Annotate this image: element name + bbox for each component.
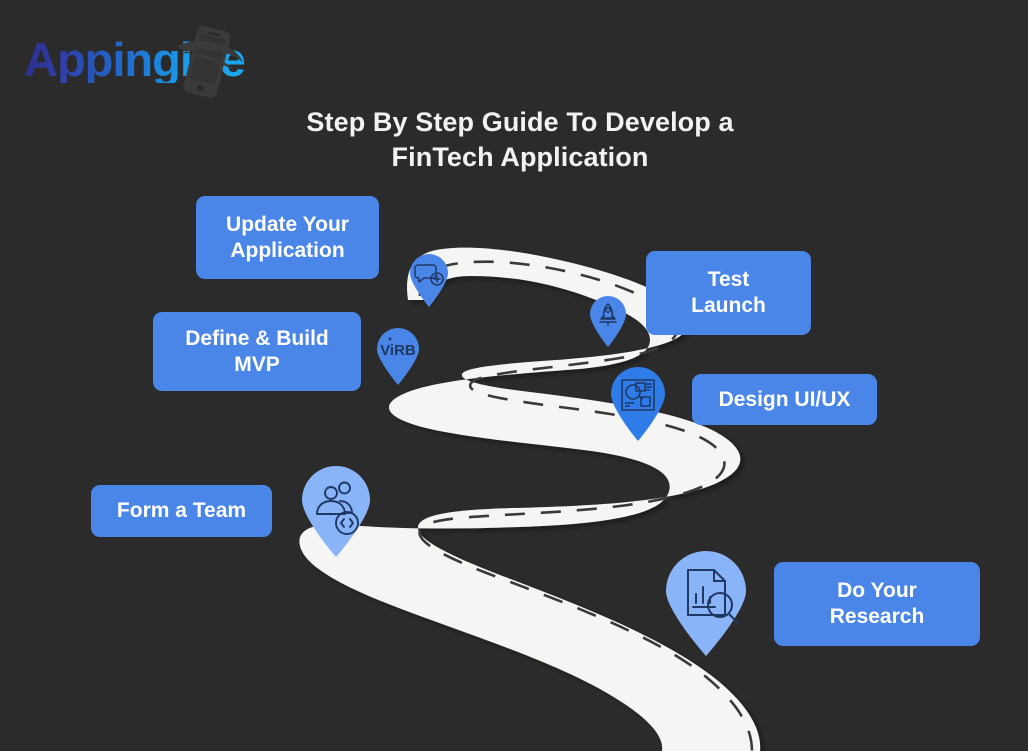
- road-surface: [299, 247, 761, 751]
- label-form-a-team[interactable]: Form a Team: [91, 485, 272, 537]
- page-title-line1: Step By Step Guide To Develop a: [306, 107, 734, 137]
- label-define-line2: MVP: [234, 352, 280, 376]
- label-research-line2: Research: [829, 605, 925, 628]
- pin-define-build-mvp[interactable]: ViRB: [375, 328, 421, 386]
- label-research-line1: Do Your: [837, 579, 917, 603]
- pin-design-ui-ux[interactable]: [608, 366, 668, 442]
- label-test-line1: Test: [707, 268, 750, 292]
- page-title-line2: FinTech Application: [391, 141, 649, 172]
- pin-update-your-application[interactable]: [408, 254, 450, 308]
- label-do-your-research[interactable]: Do Your Research: [774, 562, 980, 646]
- label-define-line1: Define & Build: [185, 326, 329, 350]
- page-title: Step By Step Guide To Develop a FinTech …: [258, 105, 782, 174]
- label-define-build-mvp[interactable]: Define & Build MVP: [153, 312, 361, 391]
- label-design-line1: Design UI/UX: [718, 387, 851, 411]
- label-team-line1: Form a Team: [116, 499, 247, 523]
- label-design-ui-ux[interactable]: Design UI/UX: [692, 374, 877, 425]
- label-update-line2: Application: [230, 238, 345, 262]
- smartphone-icon: [176, 26, 243, 98]
- label-test-line2: Launch: [691, 294, 766, 317]
- label-update-your-application[interactable]: Update Your Application: [196, 196, 379, 279]
- pin-form-a-team[interactable]: [299, 466, 373, 558]
- label-update-line1: Update Your: [226, 212, 349, 236]
- pin-do-your-research[interactable]: [663, 551, 749, 657]
- pin-test-launch[interactable]: [588, 296, 628, 348]
- brand-logo[interactable]: Appingine: [18, 22, 248, 100]
- label-test-launch[interactable]: Test Launch: [646, 251, 811, 335]
- virb-mvp-icon-text: ViRB: [380, 342, 416, 359]
